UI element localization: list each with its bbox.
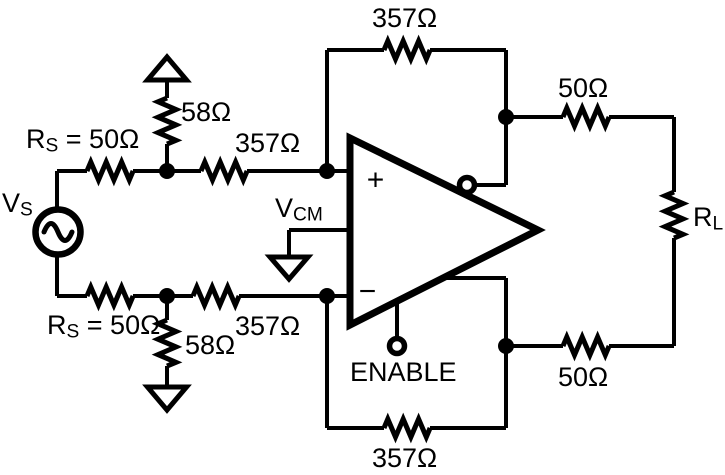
wire-feedback-top (325, 48, 508, 187)
resistor-rs-bottom (84, 280, 136, 312)
node-dot (498, 338, 514, 354)
resistor-58-bottom (151, 317, 183, 369)
node-dot (319, 288, 335, 304)
minus-input-mark: − (359, 275, 377, 308)
wire-output-top (506, 115, 676, 192)
plus-input-mark: + (367, 164, 385, 197)
enable-pin-bubble-icon (386, 335, 408, 357)
label-rfb-top: 357Ω (372, 3, 438, 33)
resistor-load (658, 189, 690, 241)
resistor-rout-bottom (560, 330, 612, 362)
vcm-ground-arrow-icon (264, 254, 314, 283)
label-rfb-bottom: 357Ω (372, 443, 438, 473)
resistor-rfb-top (381, 34, 433, 66)
label-enable: ENABLE (350, 357, 457, 387)
label-r58-top: 58Ω (181, 97, 232, 127)
resistor-rin-bottom (190, 280, 242, 312)
node-dot (498, 109, 514, 125)
label-rin-top: 357Ω (235, 128, 301, 158)
label-rout-bottom: 50Ω (558, 362, 609, 392)
label-rl: RL (693, 202, 724, 235)
resistor-58-top (151, 95, 183, 147)
node-dot (159, 288, 175, 304)
label-vs: VS (2, 188, 33, 221)
label-vcm: VCM (275, 193, 323, 226)
output-inversion-bubble-icon (456, 174, 478, 196)
resistor-rfb-bottom (381, 412, 433, 444)
label-rout-top: 50Ω (558, 73, 609, 103)
supply-arrow-icon (142, 53, 192, 83)
resistor-rout-top (560, 101, 612, 133)
ground-arrow-icon (142, 384, 192, 414)
resistor-rin-top (198, 155, 250, 187)
label-rs-bottom: RS = 50Ω (47, 310, 161, 343)
sine-wave-icon (41, 221, 75, 243)
label-rin-bottom: 357Ω (235, 311, 301, 341)
node-dot (319, 163, 335, 179)
node-dot (159, 163, 175, 179)
wire-vcm (287, 228, 352, 258)
label-r58-bottom: 58Ω (185, 330, 236, 360)
resistor-rs-top (84, 155, 136, 187)
label-rs-top: RS = 50Ω (26, 124, 140, 157)
